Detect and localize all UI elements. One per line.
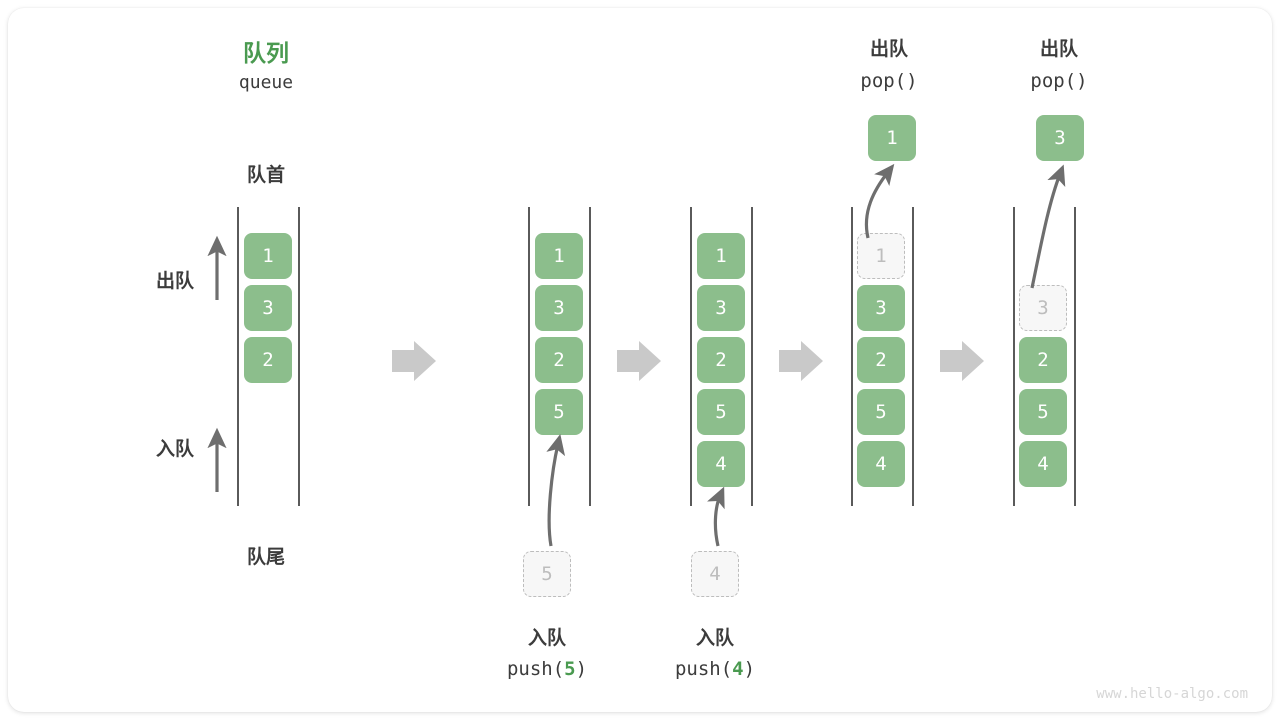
col2-item-2: 2 (535, 337, 583, 383)
pop1-result-box: 1 (868, 115, 916, 161)
col3-item-0: 1 (697, 233, 745, 279)
col3-rail-left (690, 207, 692, 506)
col4-rail-right (912, 207, 914, 506)
push4-fn-prefix: push( (674, 658, 733, 680)
queue-front-label: 队首 (246, 165, 286, 186)
pop1-label-fn: pop() (860, 70, 918, 92)
diagram-card (8, 8, 1272, 712)
push4-label-cn: 入队 (695, 628, 735, 649)
push5-fn-suffix: ) (575, 658, 588, 680)
push4-fn-suffix: ) (743, 658, 756, 680)
footer-watermark: www.hello-algo.com (1096, 686, 1248, 702)
col1-item-2: 2 (244, 337, 292, 383)
col3-rail-right (751, 207, 753, 506)
pop2-label-cn: 出队 (1039, 39, 1079, 60)
col4-item-0-ghost: 1 (857, 233, 905, 279)
col4-item-1: 3 (857, 285, 905, 331)
push5-label-fn: push(5) (507, 658, 587, 680)
col1-rail-left (237, 207, 239, 506)
col3-item-1: 3 (697, 285, 745, 331)
diagram-title-en: queue (238, 72, 294, 93)
col5-item-3: 4 (1019, 441, 1067, 487)
col1-item-1: 3 (244, 285, 292, 331)
diagram-title-cn: 队列 (243, 40, 289, 66)
pop2-result-box: 3 (1036, 115, 1084, 161)
enqueue-side-label: 入队 (155, 439, 195, 460)
col2-item-3: 5 (535, 389, 583, 435)
col5-item-0-ghost: 3 (1019, 285, 1067, 331)
col4-item-2: 2 (857, 337, 905, 383)
push5-fn-arg: 5 (564, 658, 576, 680)
push5-ghost-box: 5 (523, 551, 571, 597)
col4-rail-left (851, 207, 853, 506)
col5-item-2: 5 (1019, 389, 1067, 435)
col3-item-4: 4 (697, 441, 745, 487)
col2-rail-right (589, 207, 591, 506)
push4-ghost-box: 4 (691, 551, 739, 597)
col5-item-1: 2 (1019, 337, 1067, 383)
push4-fn-arg: 4 (732, 658, 744, 680)
col1-rail-right (298, 207, 300, 506)
col3-item-3: 5 (697, 389, 745, 435)
pop2-label-fn: pop() (1030, 70, 1088, 92)
col3-item-2: 2 (697, 337, 745, 383)
push4-label-fn: push(4) (675, 658, 755, 680)
col5-rail-right (1074, 207, 1076, 506)
col2-item-0: 1 (535, 233, 583, 279)
col4-item-4: 4 (857, 441, 905, 487)
col2-item-1: 3 (535, 285, 583, 331)
col5-rail-left (1013, 207, 1015, 506)
push5-label-cn: 入队 (527, 628, 567, 649)
pop1-label-cn: 出队 (869, 39, 909, 60)
push5-fn-prefix: push( (506, 658, 565, 680)
queue-rear-label: 队尾 (246, 547, 286, 568)
col1-item-0: 1 (244, 233, 292, 279)
dequeue-side-label: 出队 (155, 271, 195, 292)
col4-item-3: 5 (857, 389, 905, 435)
col2-rail-left (528, 207, 530, 506)
